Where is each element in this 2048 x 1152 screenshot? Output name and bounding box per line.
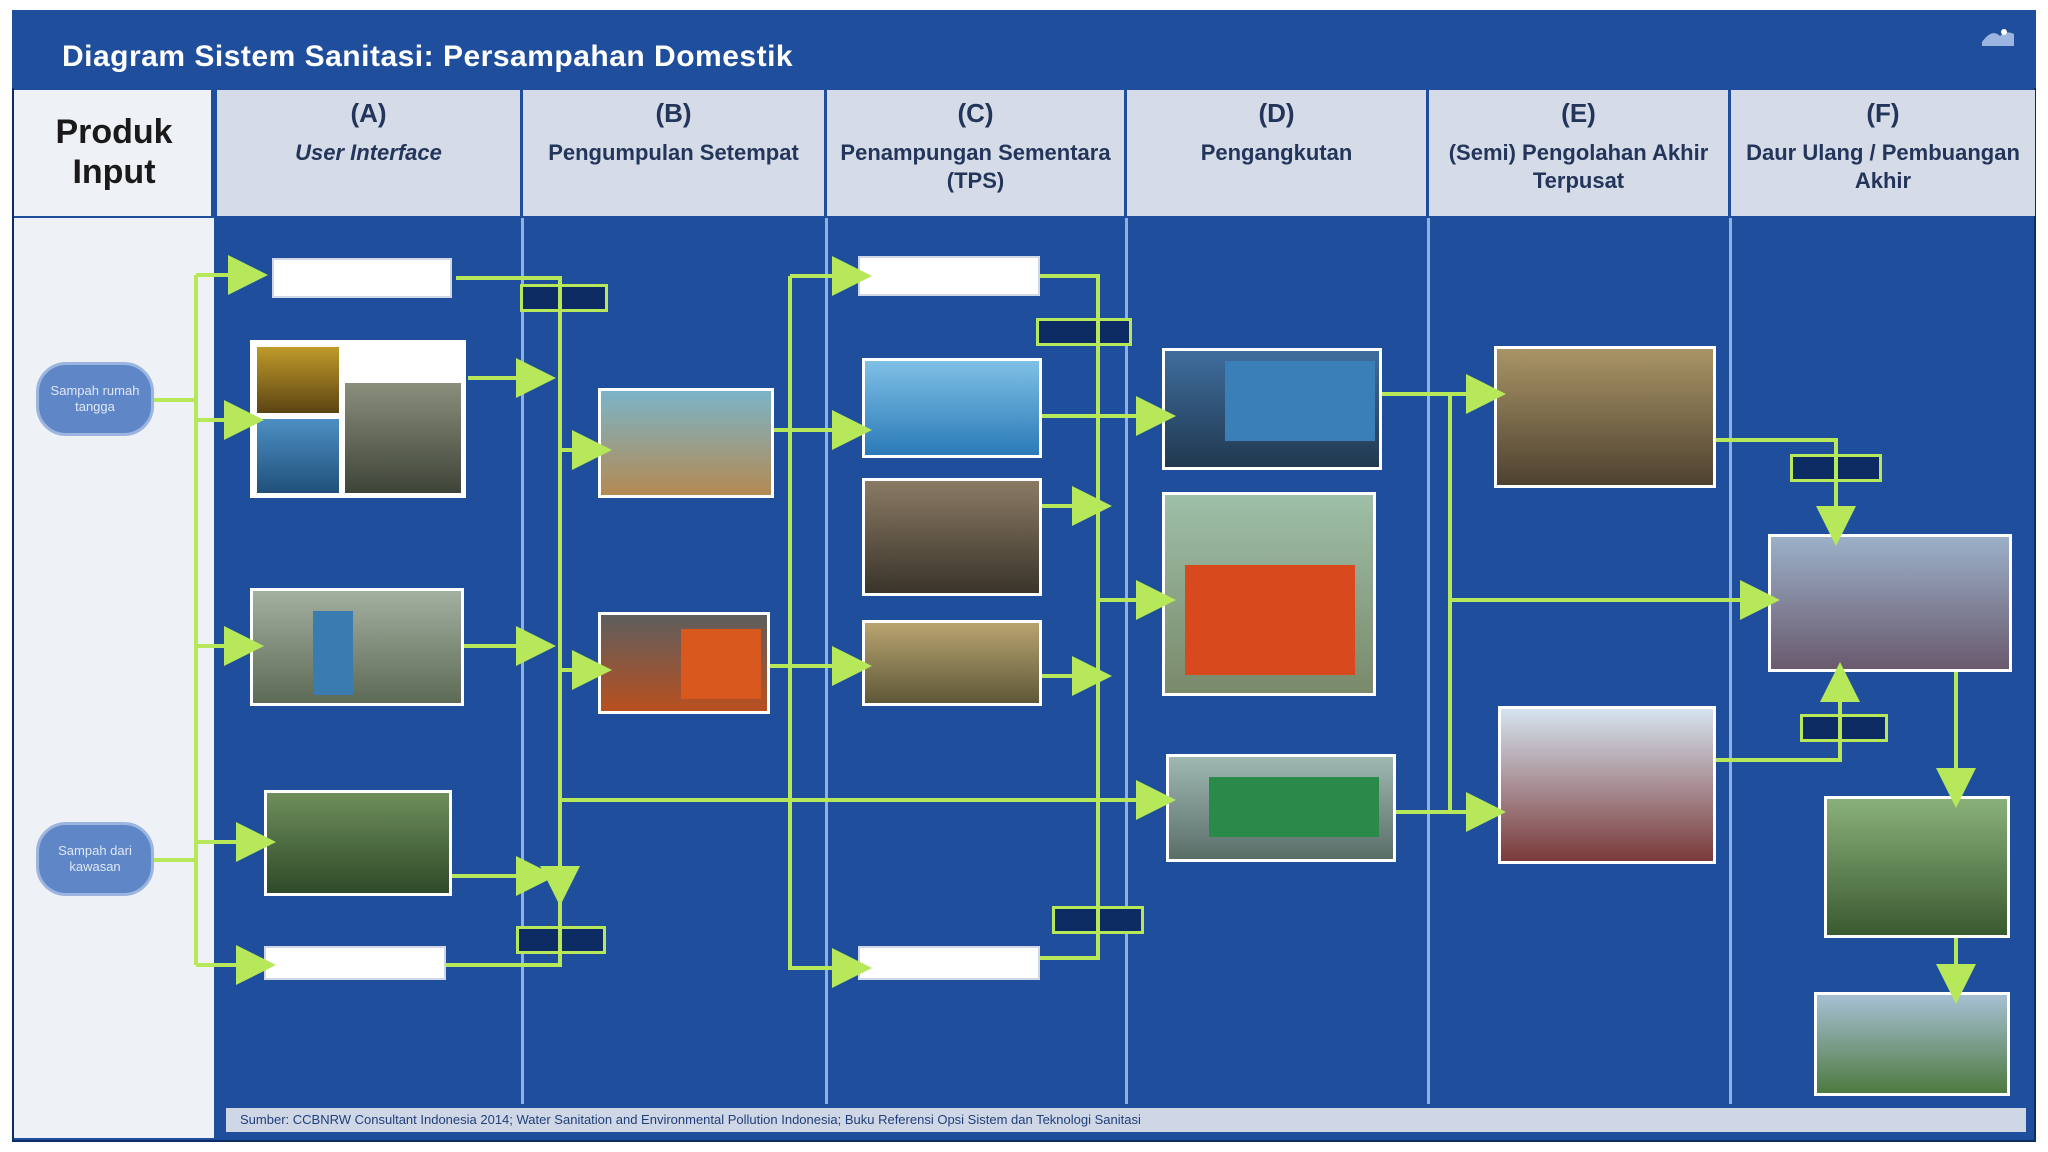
column-name: (Semi) Pengolahan Akhir Terpusat — [1448, 140, 1709, 193]
unreadable-label-box — [858, 256, 1040, 296]
column-divider — [1729, 218, 1732, 1104]
source-footnote: Sumber: CCBNRW Consultant Indonesia 2014… — [226, 1108, 2026, 1132]
column-name: Pengumpulan Setempat — [548, 140, 799, 165]
connector-tag — [516, 926, 606, 954]
column-header-b: (B) Pengumpulan Setempat — [523, 90, 827, 216]
input-column — [14, 218, 214, 1138]
column-header-d: (D) Pengangkutan — [1127, 90, 1429, 216]
produk-input-header: Produk Input — [14, 90, 214, 216]
composting-facility-photo — [1494, 346, 1716, 488]
source-area-pill: Sampah dari kawasan — [36, 822, 154, 896]
connector-tag — [520, 284, 608, 312]
connector-tag — [1790, 454, 1882, 482]
unreadable-label-box — [858, 946, 1040, 980]
sorting-facility-photo — [1498, 706, 1716, 864]
column-divider — [521, 218, 524, 1104]
title-bar: Diagram Sistem Sanitasi: Persampahan Dom… — [12, 10, 2036, 88]
column-header-f: (F) Daur Ulang / Pembuangan Akhir — [1731, 90, 2035, 216]
column-letter: (E) — [1561, 98, 1596, 128]
source-household-pill: Sampah rumah tangga — [36, 362, 154, 436]
river-photo — [1814, 992, 2010, 1096]
compactor-truck-photo — [1166, 754, 1396, 862]
column-letter: (D) — [1258, 98, 1295, 128]
leachate-pond-photo — [1824, 796, 2010, 938]
street-sweeping-photo — [250, 588, 464, 706]
tps-pile-photo — [862, 478, 1042, 596]
column-divider — [825, 218, 828, 1104]
landfill-tpa-photo — [1768, 534, 2012, 672]
connector-tag — [1036, 318, 1132, 346]
column-letter: (B) — [655, 98, 692, 128]
collection-motor-cart-photo — [598, 612, 770, 714]
column-letter: (A) — [350, 98, 387, 128]
column-header-c: (C) Penampungan Sementara (TPS) — [827, 90, 1127, 216]
connector-tag — [1800, 714, 1888, 742]
column-name: Penampungan Sementara (TPS) — [840, 140, 1111, 193]
column-name: Daur Ulang / Pembuangan Akhir — [1746, 140, 2020, 193]
connector-tag — [1052, 906, 1144, 934]
column-letter: (C) — [957, 98, 994, 128]
column-letter: (F) — [1866, 98, 1900, 128]
column-divider — [1427, 218, 1430, 1104]
diagram-title: Diagram Sistem Sanitasi: Persampahan Dom… — [62, 40, 794, 73]
logo-icon — [1982, 29, 2014, 46]
transfer-depot-photo — [862, 620, 1042, 706]
produk-input-label: Produk Input — [55, 113, 173, 191]
open-dumping-photo — [264, 790, 452, 896]
column-name: User Interface — [295, 140, 442, 165]
column-name: Pengangkutan — [1200, 140, 1353, 165]
column-header-a: (A) User Interface — [217, 90, 523, 216]
column-divider — [1125, 218, 1128, 1104]
dump-truck-photo — [1162, 492, 1376, 696]
bins-photo — [250, 340, 466, 498]
column-header-e: (E) (Semi) Pengolahan Akhir Terpusat — [1429, 90, 1731, 216]
unreadable-label-box — [272, 258, 452, 298]
arm-roll-truck-photo — [1162, 348, 1382, 470]
collection-cart-photo — [598, 388, 774, 498]
unreadable-label-box — [264, 946, 446, 980]
container-photo — [862, 358, 1042, 458]
